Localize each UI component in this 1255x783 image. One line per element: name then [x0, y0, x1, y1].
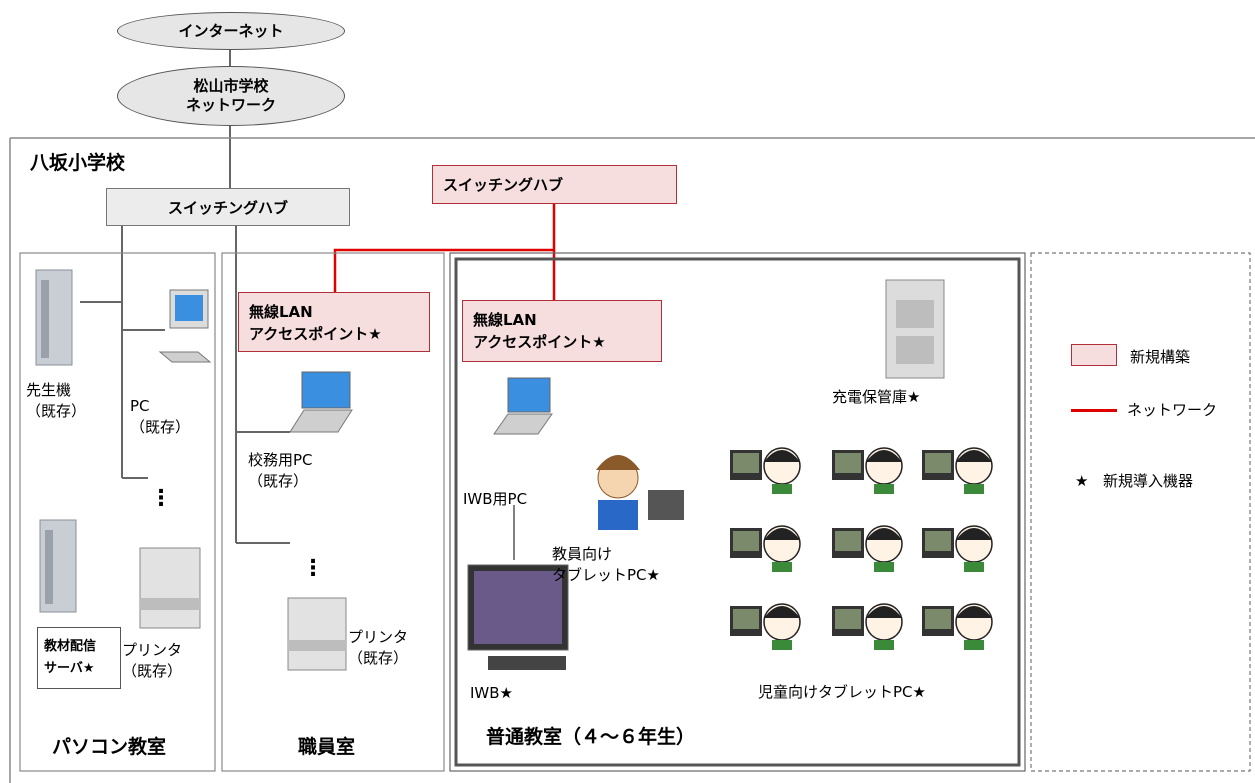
legend-new-build-swatch: [1071, 344, 1117, 366]
classroom-frame-inner: [454, 257, 1021, 767]
legend-new-equipment-label: 新規導入機器: [1103, 472, 1194, 490]
ap-staff-room: 無線LAN アクセスポイント★: [238, 292, 430, 352]
internet-node: インターネット: [117, 12, 345, 50]
staff-room-title: 職員室: [298, 736, 356, 758]
iwb-pc-label: IWB用PC: [463, 490, 528, 508]
new-switching-hub: スイッチングハブ: [432, 165, 677, 204]
ap-classroom: 無線LAN アクセスポイント★: [462, 300, 662, 362]
iwb-label: IWB★: [470, 684, 513, 702]
pc-label: PC （既存）: [130, 397, 191, 436]
new-hub-label: スイッチングハブ: [443, 176, 564, 194]
existing-switching-hub: スイッチングハブ: [106, 188, 350, 226]
pc-room-title: パソコン教室: [52, 736, 167, 758]
legend-new-build-label: 新規構築: [1130, 348, 1191, 366]
staff-room-frame: [221, 252, 445, 772]
material-server-label: 教材配信 サーバ★: [37, 627, 121, 689]
admin-pc-label: 校務用PC （既存）: [248, 451, 313, 490]
pc-room-frame: [19, 252, 216, 772]
printer-staff-room-label: プリンタ （既存）: [348, 628, 409, 667]
city-network-label: 松山市学校 ネットワーク: [185, 77, 276, 114]
classroom-frame-outer: [449, 252, 1026, 772]
classroom-title: 普通教室（４～６年生）: [486, 726, 696, 748]
legend-network-swatch: [1071, 409, 1117, 412]
pc-room-dots: ⋮: [150, 486, 172, 511]
city-network-node: 松山市学校 ネットワーク: [117, 66, 345, 126]
legend-frame: [1030, 252, 1251, 772]
school-name: 八坂小学校: [30, 152, 126, 174]
printer-pc-room-label: プリンタ （既存）: [122, 641, 183, 680]
staff-room-dots: ⋮: [302, 556, 324, 581]
teacher-pc-label: 先生機 （既存）: [26, 381, 87, 420]
student-tablets-icon: [730, 447, 993, 651]
internet-label: インターネット: [178, 21, 284, 40]
network-line-ap-staff: [333, 204, 556, 292]
legend-star-icon: ★: [1075, 472, 1089, 490]
student-tablet-grid: [730, 430, 1000, 670]
existing-hub-label: スイッチングハブ: [167, 198, 288, 217]
legend-network-label: ネットワーク: [1127, 401, 1218, 419]
student-tablets-label: 児童向けタブレットPC★: [758, 683, 926, 701]
charging-cabinet-label: 充電保管庫★: [832, 388, 921, 406]
teacher-tablet-label: 教員向け タブレットPC★: [552, 545, 660, 584]
